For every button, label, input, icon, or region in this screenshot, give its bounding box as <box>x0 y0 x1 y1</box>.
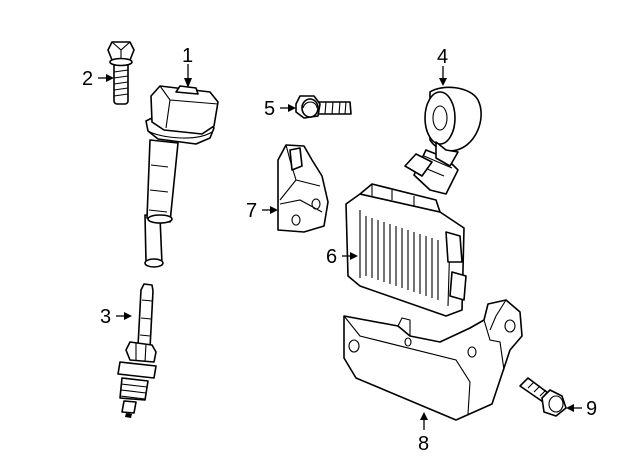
callout-1: 1 <box>182 45 193 67</box>
part-5-bolt <box>295 95 352 119</box>
part-9-bolt <box>519 377 567 417</box>
part-2-coil-bolt <box>107 41 135 105</box>
callout-4: 4 <box>437 46 448 68</box>
callout-2: 2 <box>82 68 93 90</box>
callout-leaders <box>98 64 582 430</box>
callout-8: 8 <box>418 433 429 455</box>
part-8-mounting-plate <box>343 299 523 421</box>
part-3-spark-plug <box>117 283 157 418</box>
part-6-ecm <box>345 183 467 317</box>
callout-9: 9 <box>586 398 597 420</box>
callout-5: 5 <box>264 98 275 120</box>
part-7-bracket <box>277 144 329 233</box>
part-4-knock-sensor <box>404 86 482 195</box>
callout-3: 3 <box>100 306 111 328</box>
callout-6: 6 <box>326 246 337 268</box>
callout-7: 7 <box>246 200 257 222</box>
part-1-ignition-coil <box>144 85 219 268</box>
callout-numbers: 1 2 3 4 5 6 7 8 9 <box>82 45 597 455</box>
